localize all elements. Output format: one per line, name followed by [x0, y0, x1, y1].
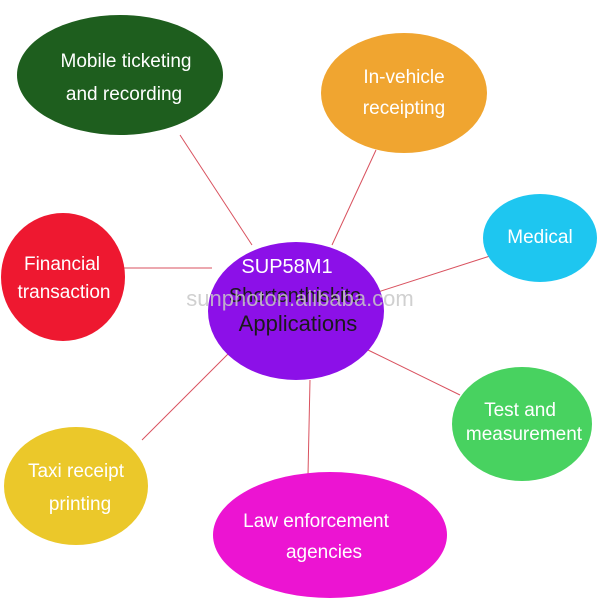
- node-medical-label: Medical: [507, 227, 572, 248]
- node-law-shape: [213, 472, 447, 598]
- node-taxi-label-1: Taxi receipt: [28, 461, 125, 482]
- node-mobile-shape: [17, 15, 223, 135]
- center-shape: [208, 242, 384, 380]
- connector-mobile: [179, 134, 253, 246]
- node-test-label-1: Test and: [484, 400, 556, 421]
- node-financial-label-2: transaction: [18, 282, 111, 303]
- node-mobile-label-1: Mobile ticketing: [61, 51, 192, 72]
- node-financial-label-1: Financial: [24, 254, 100, 275]
- node-financial-shape: [1, 213, 125, 341]
- center-label-line2: Shortenthiskito: [229, 285, 361, 307]
- node-financial-transaction: Financial transaction: [1, 213, 125, 341]
- node-medical: Medical: [483, 194, 597, 282]
- node-invehicle-label-1: In-vehicle: [363, 67, 444, 88]
- node-mobile-label-2: and recording: [66, 84, 182, 105]
- node-test-measurement: Test and measurement: [452, 367, 592, 481]
- connectors: [122, 134, 491, 476]
- center-label-model: SUP58M1: [241, 256, 332, 278]
- connector-medical: [377, 255, 491, 293]
- node-law-label-2: agencies: [286, 542, 362, 563]
- node-mobile-ticketing: Mobile ticketing and recording: [17, 15, 223, 135]
- node-in-vehicle-receipting: In-vehicle receipting: [321, 33, 487, 153]
- node-taxi-shape: [4, 427, 148, 545]
- node-law-label-1: Law enforcement: [243, 511, 389, 532]
- connector-test: [367, 349, 461, 396]
- node-law-enforcement: Law enforcement agencies: [213, 472, 447, 598]
- node-medical-shape: [483, 194, 597, 282]
- node-invehicle-shape: [321, 33, 487, 153]
- connector-invehicle: [331, 149, 377, 246]
- watermark: sunphoton.alibaba.com: [186, 286, 414, 311]
- connector-law: [307, 379, 311, 476]
- node-test-shape: [452, 367, 592, 481]
- node-taxi-receipt: Taxi receipt printing: [4, 427, 148, 545]
- node-test-label-2: measurement: [466, 424, 583, 445]
- connector-taxi: [141, 351, 231, 441]
- node-taxi-label-2: printing: [49, 494, 111, 515]
- node-invehicle-label-2: receipting: [363, 98, 445, 119]
- center-node: SUP58M1 Shortenthiskito Applications: [208, 242, 384, 380]
- center-label-applications: Applications: [239, 311, 358, 336]
